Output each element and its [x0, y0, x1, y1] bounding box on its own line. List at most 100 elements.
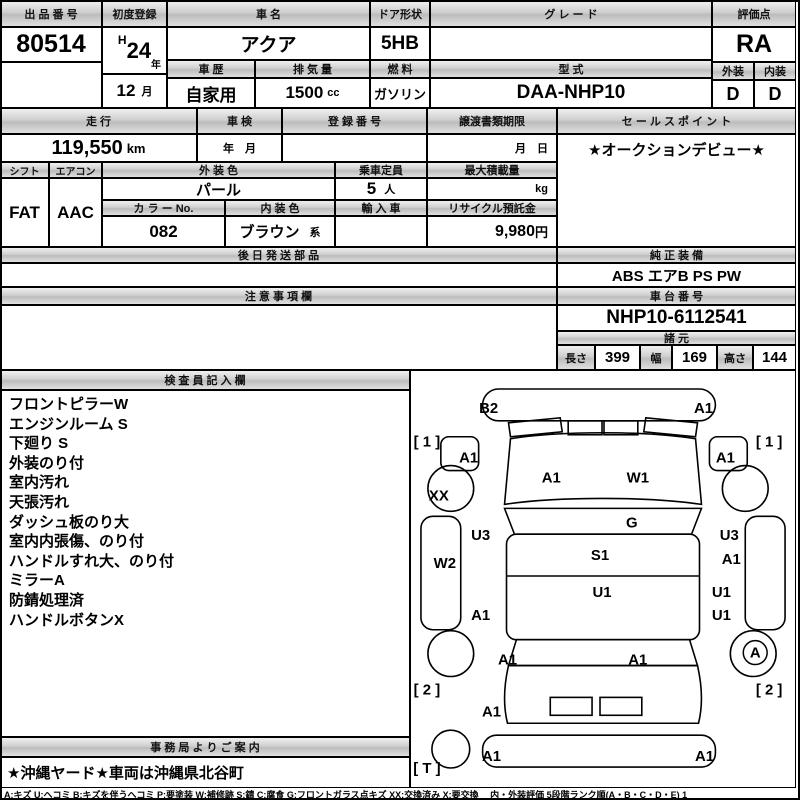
registration-number: [282, 134, 427, 162]
svg-text:A1: A1: [694, 400, 713, 417]
first-reg-year-unit: 年: [151, 60, 161, 71]
interior-score: D: [754, 80, 796, 108]
first-reg-month-unit: 月: [141, 86, 153, 98]
car-name-label: 車 名: [167, 0, 370, 27]
model-code-label: 型 式: [430, 60, 712, 78]
capacity-label: 乗車定員: [335, 162, 427, 178]
shaken-value: 年 月: [197, 134, 282, 162]
first-reg-era: H: [117, 33, 127, 47]
recycle-deposit-cell: 9,980 円: [427, 216, 557, 247]
max-load-label: 最大積載量: [427, 162, 557, 178]
capacity-unit: 人: [384, 184, 396, 196]
max-load-unit: kg: [535, 183, 548, 195]
exterior-color: パール: [102, 178, 335, 200]
chassis-number: NHP10-6112541: [557, 305, 796, 331]
svg-text:A1: A1: [628, 652, 647, 669]
svg-text:[ T ]: [ T ]: [413, 760, 440, 777]
notes-label: 注 意 事 項 欄: [0, 287, 557, 305]
interior-label: 内装: [754, 62, 796, 80]
svg-text:U3: U3: [720, 527, 739, 544]
width-label: 幅: [640, 345, 672, 370]
svg-text:W1: W1: [627, 470, 649, 487]
lot-number: 80514: [0, 27, 102, 62]
office-info-label: 事 務 局 よ り ご 案 内: [0, 737, 410, 757]
model-code: DAA-NHP10: [430, 78, 712, 108]
svg-text:U3: U3: [471, 527, 490, 544]
door-shape-label: ドア形状: [370, 0, 430, 27]
length-label: 長さ: [557, 345, 595, 370]
svg-text:[ 1 ]: [ 1 ]: [414, 434, 441, 451]
interior-color-suffix: 系: [309, 226, 321, 239]
capacity-cell: 5 人: [335, 178, 427, 200]
lot-empty-cell: [0, 62, 102, 108]
height-label: 高さ: [717, 345, 753, 370]
first-reg-year: 24: [126, 37, 152, 63]
notes-content: [0, 305, 557, 370]
chassis-number-label: 車 台 番 号: [557, 287, 796, 305]
mileage-unit: km: [126, 140, 146, 156]
grade-value: [430, 27, 712, 60]
svg-text:A1: A1: [482, 748, 501, 765]
interior-color-label: 内 装 色: [225, 200, 335, 216]
grade-label: グ レ ー ド: [430, 0, 712, 27]
aircon-label: エアコン: [49, 162, 102, 178]
door-shape: 5HB: [370, 27, 430, 60]
length-value: 399: [595, 345, 640, 370]
interior-color: ブラウン: [239, 224, 300, 241]
equipment-value: ABS エアB PS PW: [557, 263, 796, 287]
car-outline: [420, 388, 786, 769]
svg-text:S1: S1: [591, 547, 609, 564]
mileage-label: 走 行: [0, 108, 197, 134]
sales-point-label: セ ー ル ス ポ イ ン ト: [557, 108, 796, 134]
shift-value: FAT: [0, 178, 49, 247]
displacement-label: 排 気 量: [255, 60, 370, 78]
svg-text:A1: A1: [716, 450, 735, 467]
later-parts: [0, 263, 557, 287]
first-registration-label: 初度登録: [102, 0, 167, 27]
lot-number-label: 出 品 番 号: [0, 0, 102, 27]
width-value: 169: [672, 345, 717, 370]
svg-text:G: G: [626, 514, 638, 531]
svg-text:W2: W2: [434, 555, 456, 572]
interior-color-cell: ブラウン 系: [225, 216, 335, 247]
svg-text:XX: XX: [429, 487, 449, 504]
sales-point: ★オークションデビュー★: [557, 134, 796, 247]
height-value: 144: [753, 345, 796, 370]
later-parts-label: 後 日 発 送 部 品: [0, 247, 557, 263]
history-label: 車 歴: [167, 60, 255, 78]
color-number: 082: [102, 216, 225, 247]
svg-text:A1: A1: [542, 470, 561, 487]
displacement-value: 1500: [285, 83, 324, 102]
svg-text:A1: A1: [482, 703, 501, 720]
exterior-color-label: 外 装 色: [102, 162, 335, 178]
color-number-label: カ ラ ー No.: [102, 200, 225, 216]
legend-text: A:キズ U:ヘコミ B:キズを伴うヘコミ P:要塗装 W:補修跡 S:錆 C:…: [4, 789, 688, 800]
mileage-value: 119,550: [51, 136, 123, 159]
svg-text:A1: A1: [471, 607, 490, 624]
svg-text:U1: U1: [592, 584, 611, 601]
displacement-cell: 1500 cc: [255, 78, 370, 108]
recycle-deposit: 9,980: [494, 222, 535, 240]
import-label: 輸 入 車: [335, 200, 427, 216]
history-value: 自家用: [167, 78, 255, 108]
score-value: RA: [712, 27, 796, 62]
transfer-deadline-label: 譲渡書類期限: [427, 108, 557, 134]
import-value: [335, 216, 427, 247]
shaken-label: 車 検: [197, 108, 282, 134]
office-info-message: ★沖縄ヤード★車両は沖縄県北谷町: [0, 757, 410, 788]
svg-text:A1: A1: [695, 748, 714, 765]
first-reg-month: 12: [116, 81, 136, 100]
dimensions-label: 諸 元: [557, 331, 796, 345]
car-name: アクア: [167, 27, 370, 60]
registration-number-label: 登 録 番 号: [282, 108, 427, 134]
transfer-deadline: 月 日: [427, 134, 557, 162]
recycle-deposit-unit: 円: [534, 225, 548, 240]
svg-text:[ 1 ]: [ 1 ]: [756, 434, 783, 451]
inspector-notes-label: 検 査 員 記 入 欄: [0, 370, 410, 390]
mileage-cell: 119,550 km: [0, 134, 197, 162]
first-registration-month-cell: 12 月: [102, 74, 167, 108]
svg-text:[ 2 ]: [ 2 ]: [756, 681, 783, 698]
